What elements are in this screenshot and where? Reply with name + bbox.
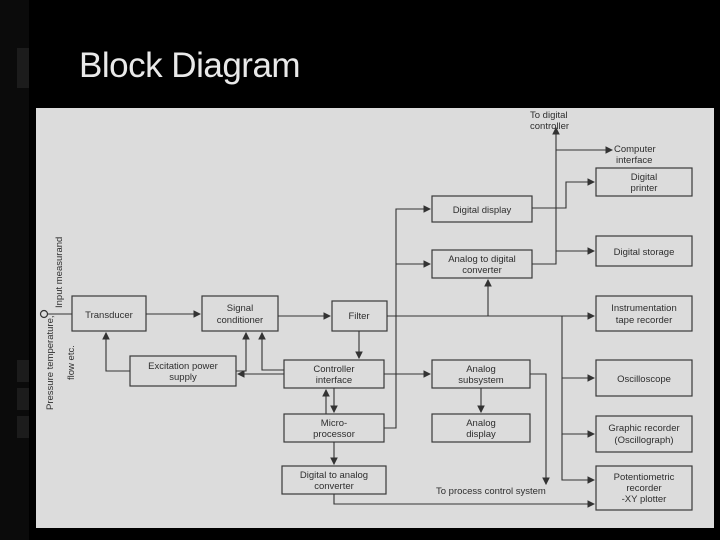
filter-label: Filter	[348, 311, 369, 322]
digital-storage-label: Digital storage	[614, 247, 675, 258]
digital-display-block	[431, 195, 533, 223]
to-digital-controller-label: To digital	[530, 110, 568, 121]
instrumentation-recorder-label: Instrumentation	[611, 303, 676, 314]
analog-subsystem-label: Analog	[466, 364, 496, 375]
analog-subsystem-block	[431, 359, 531, 389]
excitation-block	[129, 355, 237, 387]
signal-conditioner-label: Signal	[227, 303, 253, 314]
adc-label: converter	[462, 265, 502, 276]
potentiometric-recorder-block	[595, 465, 693, 511]
potentiometric-recorder-label: recorder	[626, 483, 661, 494]
dac-label: Digital to analog	[300, 470, 368, 481]
instrumentation-recorder-block	[595, 295, 693, 332]
accent-tab	[17, 416, 29, 438]
filter-block	[331, 300, 388, 332]
accent-tab	[17, 360, 29, 382]
potentiometric-recorder-label: Potentiometric	[614, 472, 675, 483]
potentiometric-recorder-label: -XY plotter	[622, 494, 667, 505]
microprocessor-label: processor	[313, 429, 355, 440]
input-quantity-label: Pressure temperature,	[45, 315, 56, 410]
digital-storage-block	[595, 235, 693, 267]
computer-interface-label: interface	[616, 155, 652, 166]
graphic-recorder-label: (Oscillograph)	[614, 435, 673, 446]
graphic-recorder-block	[595, 415, 693, 453]
accent-tab	[17, 388, 29, 410]
graphic-recorder-label: Graphic recorder	[608, 423, 679, 434]
transducer-label: Transducer	[85, 310, 133, 321]
analog-display-label: display	[466, 429, 496, 440]
controller-interface-label: interface	[316, 375, 352, 386]
input-measurand-label: Input measurand	[54, 237, 65, 308]
signal-conditioner-block	[201, 295, 279, 332]
analog-display-label: Analog	[466, 418, 496, 429]
svg-text:flow etc.: flow etc.	[66, 345, 77, 380]
digital-printer-label: printer	[631, 183, 658, 194]
oscilloscope-label: Oscilloscope	[617, 374, 671, 385]
accent-tab	[17, 48, 29, 88]
svg-text:Pressure temperature,: Pressure temperature,	[45, 315, 56, 410]
signal-connections	[48, 126, 614, 508]
block-diagram: Input measurand Pressure temperature, fl…	[36, 108, 714, 528]
analog-display-block	[431, 413, 531, 443]
svg-text:Input measurand: Input measurand	[54, 237, 65, 308]
to-digital-controller-label: controller	[530, 121, 569, 132]
input-terminal	[39, 309, 49, 319]
digital-display-label: Digital display	[453, 205, 512, 216]
dac-label: converter	[314, 481, 354, 492]
dac-block	[281, 465, 387, 495]
excitation-label: Excitation power	[148, 361, 218, 372]
digital-printer-label: Digital	[631, 172, 657, 183]
adc-label: Analog to digital	[448, 254, 516, 265]
instrumentation-recorder-label: tape recorder	[616, 315, 673, 326]
computer-interface-label: Computer	[614, 144, 656, 155]
adc-block	[431, 249, 533, 279]
block-diagram-svg: Input measurand Pressure temperature, fl…	[39, 110, 693, 511]
analog-subsystem-label: subsystem	[458, 375, 503, 386]
process-control-label: To process control system	[436, 486, 546, 497]
left-accent-bar	[0, 0, 29, 540]
microprocessor-label: Micro-	[321, 418, 347, 429]
oscilloscope-block	[595, 359, 693, 397]
input-quantity-label: flow etc.	[66, 345, 77, 380]
controller-interface-label: Controller	[313, 364, 354, 375]
digital-printer-block	[595, 167, 693, 197]
signal-conditioner-label: conditioner	[217, 315, 263, 326]
slide-title: Block Diagram	[79, 46, 301, 85]
transducer-block	[71, 295, 147, 332]
excitation-label: supply	[169, 372, 197, 383]
